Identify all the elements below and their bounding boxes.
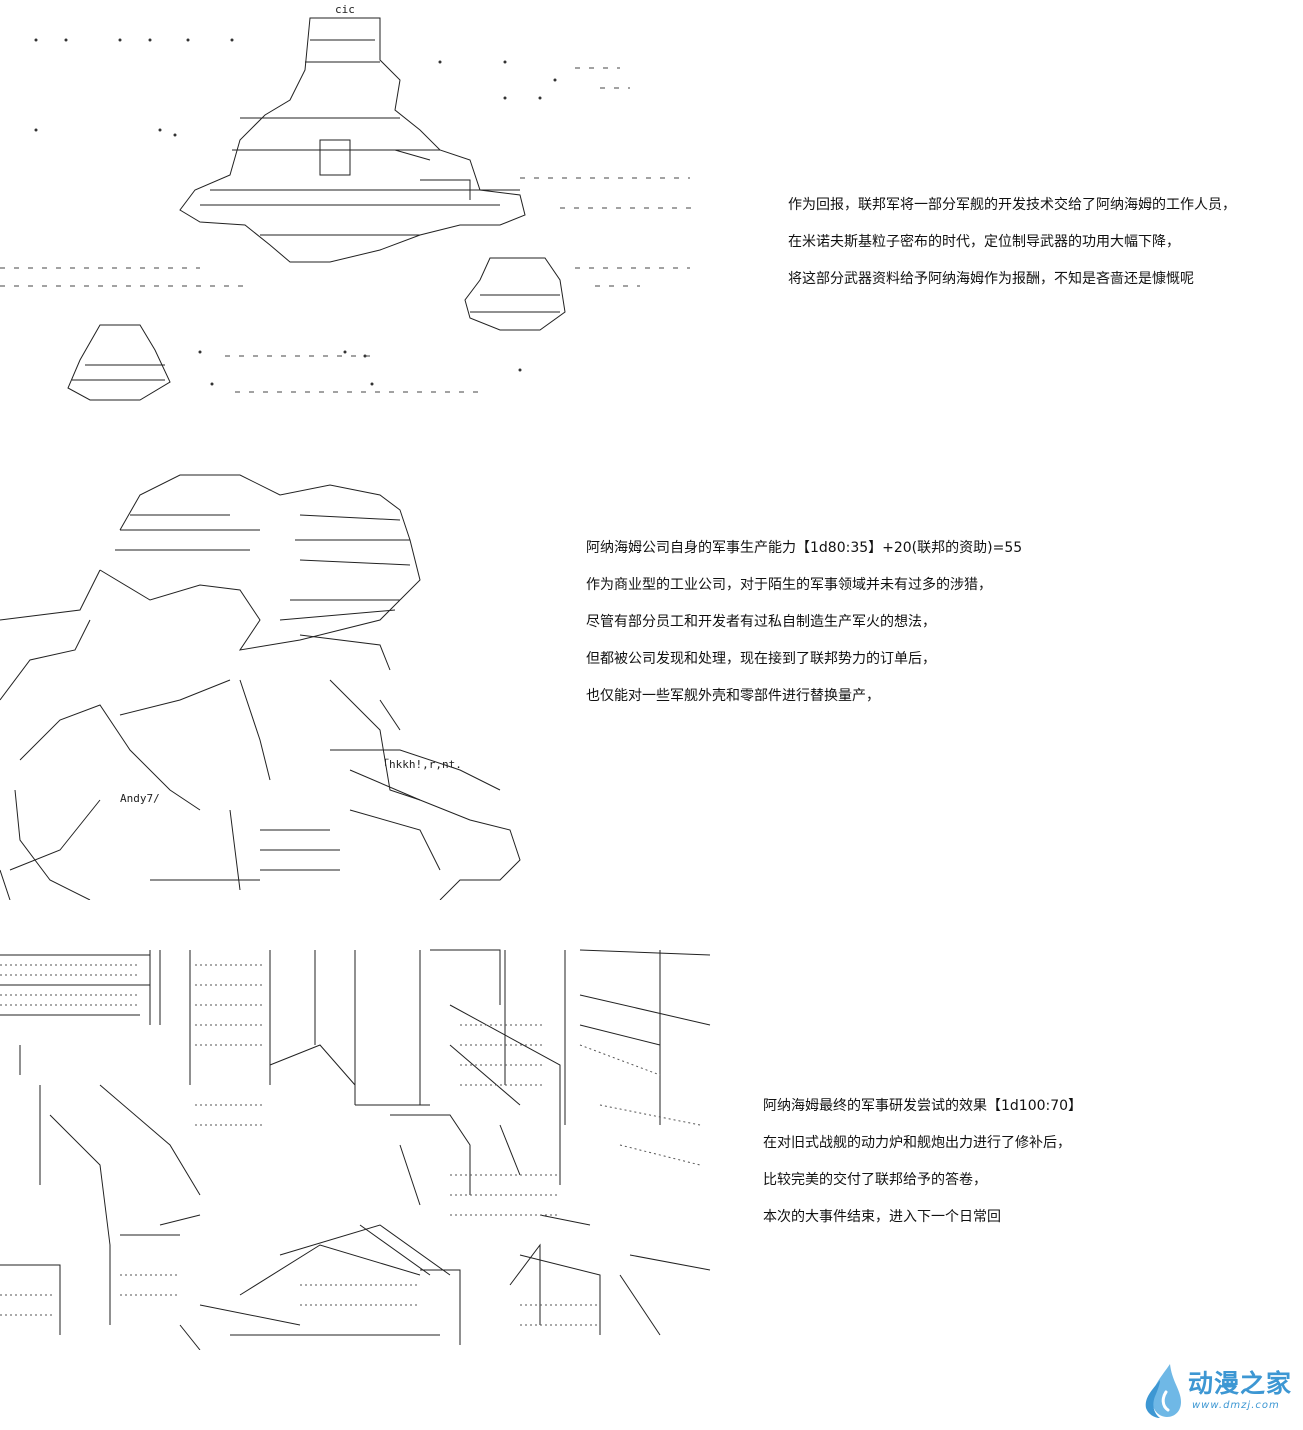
narration-line: 比较完美的交付了联邦给予的答卷， bbox=[763, 1172, 987, 1188]
nameplate-label: Andy7/ bbox=[120, 792, 160, 805]
narration-line: 本次的大事件结束，进入下一个日常回 bbox=[763, 1209, 1001, 1225]
man-drawing: 「hkkh!,r,nt. Andy7/ bbox=[0, 474, 521, 900]
narration-line: 尽管有部分员工和开发者有过私自制造生产军火的想法， bbox=[586, 614, 936, 630]
narration-block-1: 作为回报，联邦军将一部分军舰的开发技术交给了阿纳海姆的工作人员， 在米诺夫斯基粒… bbox=[788, 187, 1236, 298]
cup-label: 「hkkh!,r,nt. bbox=[378, 758, 462, 771]
ascii-art-man-drinking: 「hkkh!,r,nt. Andy7/ bbox=[0, 470, 530, 900]
bridge-label: cic bbox=[335, 3, 355, 16]
narration-line: 将这部分武器资料给予阿纳海姆作为报酬，不知是吝啬还是慷慨呢 bbox=[788, 271, 1194, 287]
narration-block-2: 阿纳海姆公司自身的军事生产能力【1d80:35】+20(联邦的资助)=55 作为… bbox=[586, 530, 1022, 715]
narration-line: 作为回报，联邦军将一部分军舰的开发技术交给了阿纳海姆的工作人员， bbox=[788, 197, 1236, 213]
site-watermark: 动漫之家 www.dmzj.com bbox=[1140, 1362, 1300, 1422]
narration-line: 阿纳海姆公司自身的军事生产能力【1d80:35】+20(联邦的资助)=55 bbox=[586, 540, 1023, 556]
narration-line: 作为商业型的工业公司，对于陌生的军事领域并未有过多的涉猎， bbox=[586, 577, 992, 593]
factory-drawing bbox=[0, 949, 711, 1350]
narration-line: 在米诺夫斯基粒子密布的时代，定位制导武器的功用大幅下降， bbox=[788, 234, 1180, 250]
narration-line: 在对旧式战舰的动力炉和舰炮出力进行了修补后， bbox=[763, 1135, 1071, 1151]
narration-line: 也仅能对一些军舰外壳和零部件进行替换量产， bbox=[586, 688, 880, 704]
ascii-art-warships: cic bbox=[0, 0, 720, 410]
narration-line: 但都被公司发现和处理，现在接到了联邦势力的订单后， bbox=[586, 651, 936, 667]
watermark-url: www.dmzj.com bbox=[1192, 1400, 1280, 1411]
narration-line: 阿纳海姆最终的军事研发尝试的效果【1d100:70】 bbox=[763, 1098, 1083, 1114]
narration-block-3: 阿纳海姆最终的军事研发尝试的效果【1d100:70】 在对旧式战舰的动力炉和舰炮… bbox=[763, 1088, 1082, 1236]
ascii-art-factory bbox=[0, 945, 720, 1350]
water-drop-icon bbox=[1145, 1364, 1181, 1418]
warship-drawing: cic bbox=[0, 3, 700, 401]
watermark-name: 动漫之家 bbox=[1188, 1369, 1293, 1398]
